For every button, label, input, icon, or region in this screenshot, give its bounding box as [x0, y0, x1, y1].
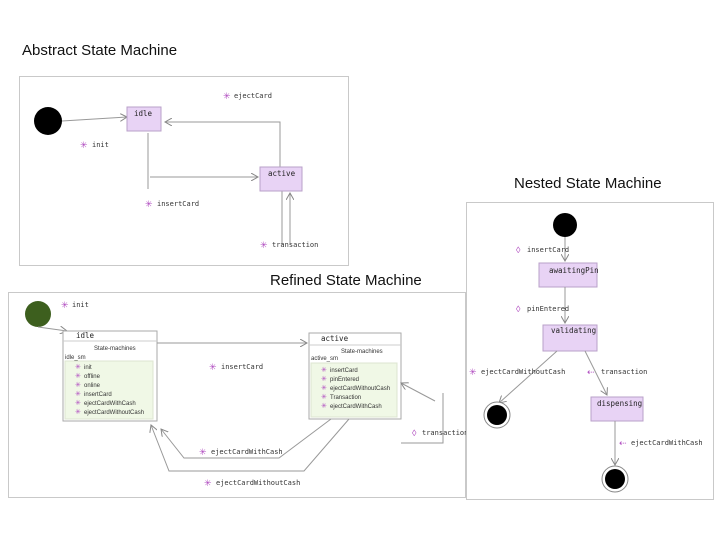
initial-state-refined: [25, 301, 51, 327]
marker-icon: ✳: [75, 408, 81, 416]
marker-icon: ◊: [516, 245, 521, 255]
abstract-diagram: idle active ✳ ejectCard ✳ init ✳ insertC…: [34, 91, 318, 250]
edge-transaction-return-refined: [401, 383, 436, 402]
nested-eject-without-label: ejectCardWithoutCash: [481, 368, 565, 376]
state-validating: [542, 324, 598, 352]
active-sm-item: ejectCardWithCash: [330, 404, 382, 410]
nested-eject-with-label: ejectCardWithCash: [631, 439, 703, 447]
idle-sm-item: ejectCardWithCash: [84, 401, 136, 407]
transition-insert-label: insertCard: [157, 200, 199, 208]
state-idle: [126, 106, 162, 132]
transition-init-label: init: [92, 141, 109, 149]
marker-icon: ✳: [321, 393, 327, 401]
edge-init: [61, 117, 127, 122]
final-state-1-core: [487, 405, 507, 425]
marker-icon: ✳: [321, 375, 327, 383]
idle-compartment-label: idle_sm: [65, 355, 86, 361]
marker-icon: ◊: [516, 304, 521, 314]
marker-icon: ✳: [75, 390, 81, 398]
edge-eject-without-cash: [151, 418, 350, 472]
refined-title: Refined State Machine: [270, 272, 422, 289]
idle-items: ✳init✳offline✳online✳insertCard✳ejectCar…: [75, 363, 144, 416]
marker-icon: ◊: [412, 428, 417, 438]
edge-init-refined: [37, 327, 67, 331]
marker-icon: ⇠: [587, 367, 595, 377]
state-active-label: active: [268, 169, 296, 178]
nested-diagram: ◊ insertCard awaitingPin ◊ pinEntered va…: [469, 213, 703, 493]
refined-state-machine-panel: ✳ init idle State-machines idle_sm ✳init…: [8, 292, 467, 498]
marker-icon: ✳: [321, 384, 327, 392]
state-validating-label: validating: [551, 326, 596, 335]
refined-init-label: init: [72, 301, 89, 309]
active-compartment: [310, 362, 398, 418]
active-sm-item: Transaction: [330, 395, 361, 401]
state-dispensing: [590, 396, 644, 422]
marker-icon: ✳: [199, 447, 207, 457]
edge-eject: [165, 122, 281, 167]
marker-icon: ✳: [80, 140, 88, 150]
nested-title: Nested State Machine: [514, 175, 662, 192]
state-idle-label: idle: [134, 109, 153, 118]
marker-icon: ⇠: [619, 438, 627, 448]
state-dispensing-label: dispensing: [597, 399, 642, 408]
refined-insert-label: insertCard: [221, 363, 263, 371]
edge-transaction-refined: [401, 393, 444, 444]
active-subheader: State-machines: [341, 349, 383, 355]
state-active: [259, 166, 303, 192]
state-awaiting-label: awaitingPin: [549, 266, 599, 275]
state-awaiting: [538, 262, 598, 288]
idle-subheader: State-machines: [94, 346, 136, 352]
active-sm-item: insertCard: [330, 368, 358, 374]
abstract-state-machine-panel: idle active ✳ ejectCard ✳ init ✳ insertC…: [19, 76, 349, 266]
marker-icon: ✳: [61, 300, 69, 310]
edge-transaction-nested: [584, 350, 607, 395]
nested-insert-label: insertCard: [527, 246, 569, 254]
state-active-name: active: [321, 334, 349, 343]
marker-icon: ✳: [75, 381, 81, 389]
abstract-title: Abstract State Machine: [22, 42, 178, 59]
marker-icon: ✳: [204, 478, 212, 488]
marker-icon: ✳: [145, 199, 153, 209]
marker-icon: ✳: [209, 362, 217, 372]
marker-icon: ✳: [469, 367, 477, 377]
active-compartment-label: active_sm: [311, 356, 338, 362]
refined-transaction-label: transaction: [422, 429, 467, 437]
marker-icon: ✳: [75, 372, 81, 380]
marker-icon: ✳: [321, 402, 327, 410]
idle-sm-item: offline: [84, 374, 101, 380]
state-idle-name: idle: [76, 331, 95, 340]
active-sm-item: pinEntered: [330, 377, 359, 383]
idle-compartment: [64, 360, 154, 420]
active-sm-item: ejectCardWithoutCash: [330, 386, 390, 392]
edge-eject-with-cash: [161, 418, 332, 459]
transition-transaction-label: transaction: [272, 241, 318, 249]
edge-eject-without-nested: [499, 350, 558, 403]
marker-icon: ✳: [75, 363, 81, 371]
marker-icon: ✳: [75, 399, 81, 407]
idle-sm-item: online: [84, 383, 101, 389]
nested-transaction-label: transaction: [601, 368, 647, 376]
marker-icon: ✳: [223, 91, 231, 101]
refined-diagram: ✳ init idle State-machines idle_sm ✳init…: [25, 300, 467, 488]
idle-sm-item: ejectCardWithoutCash: [84, 410, 144, 416]
marker-icon: ✳: [321, 366, 327, 374]
initial-state-nested: [553, 213, 577, 237]
nested-state-machine-panel: ◊ insertCard awaitingPin ◊ pinEntered va…: [466, 202, 714, 500]
active-items: ✳insertCard✳pinEntered✳ejectCardWithoutC…: [321, 366, 390, 410]
final-state-2-core: [605, 469, 625, 489]
nested-pin-label: pinEntered: [527, 305, 569, 313]
idle-sm-item: insertCard: [84, 392, 112, 398]
transition-eject-label: ejectCard: [234, 92, 272, 100]
marker-icon: ✳: [260, 240, 268, 250]
initial-state: [34, 107, 62, 135]
refined-eject-without-label: ejectCardWithoutCash: [216, 479, 300, 487]
refined-eject-with-label: ejectCardWithCash: [211, 448, 283, 456]
idle-sm-item: init: [84, 365, 92, 371]
